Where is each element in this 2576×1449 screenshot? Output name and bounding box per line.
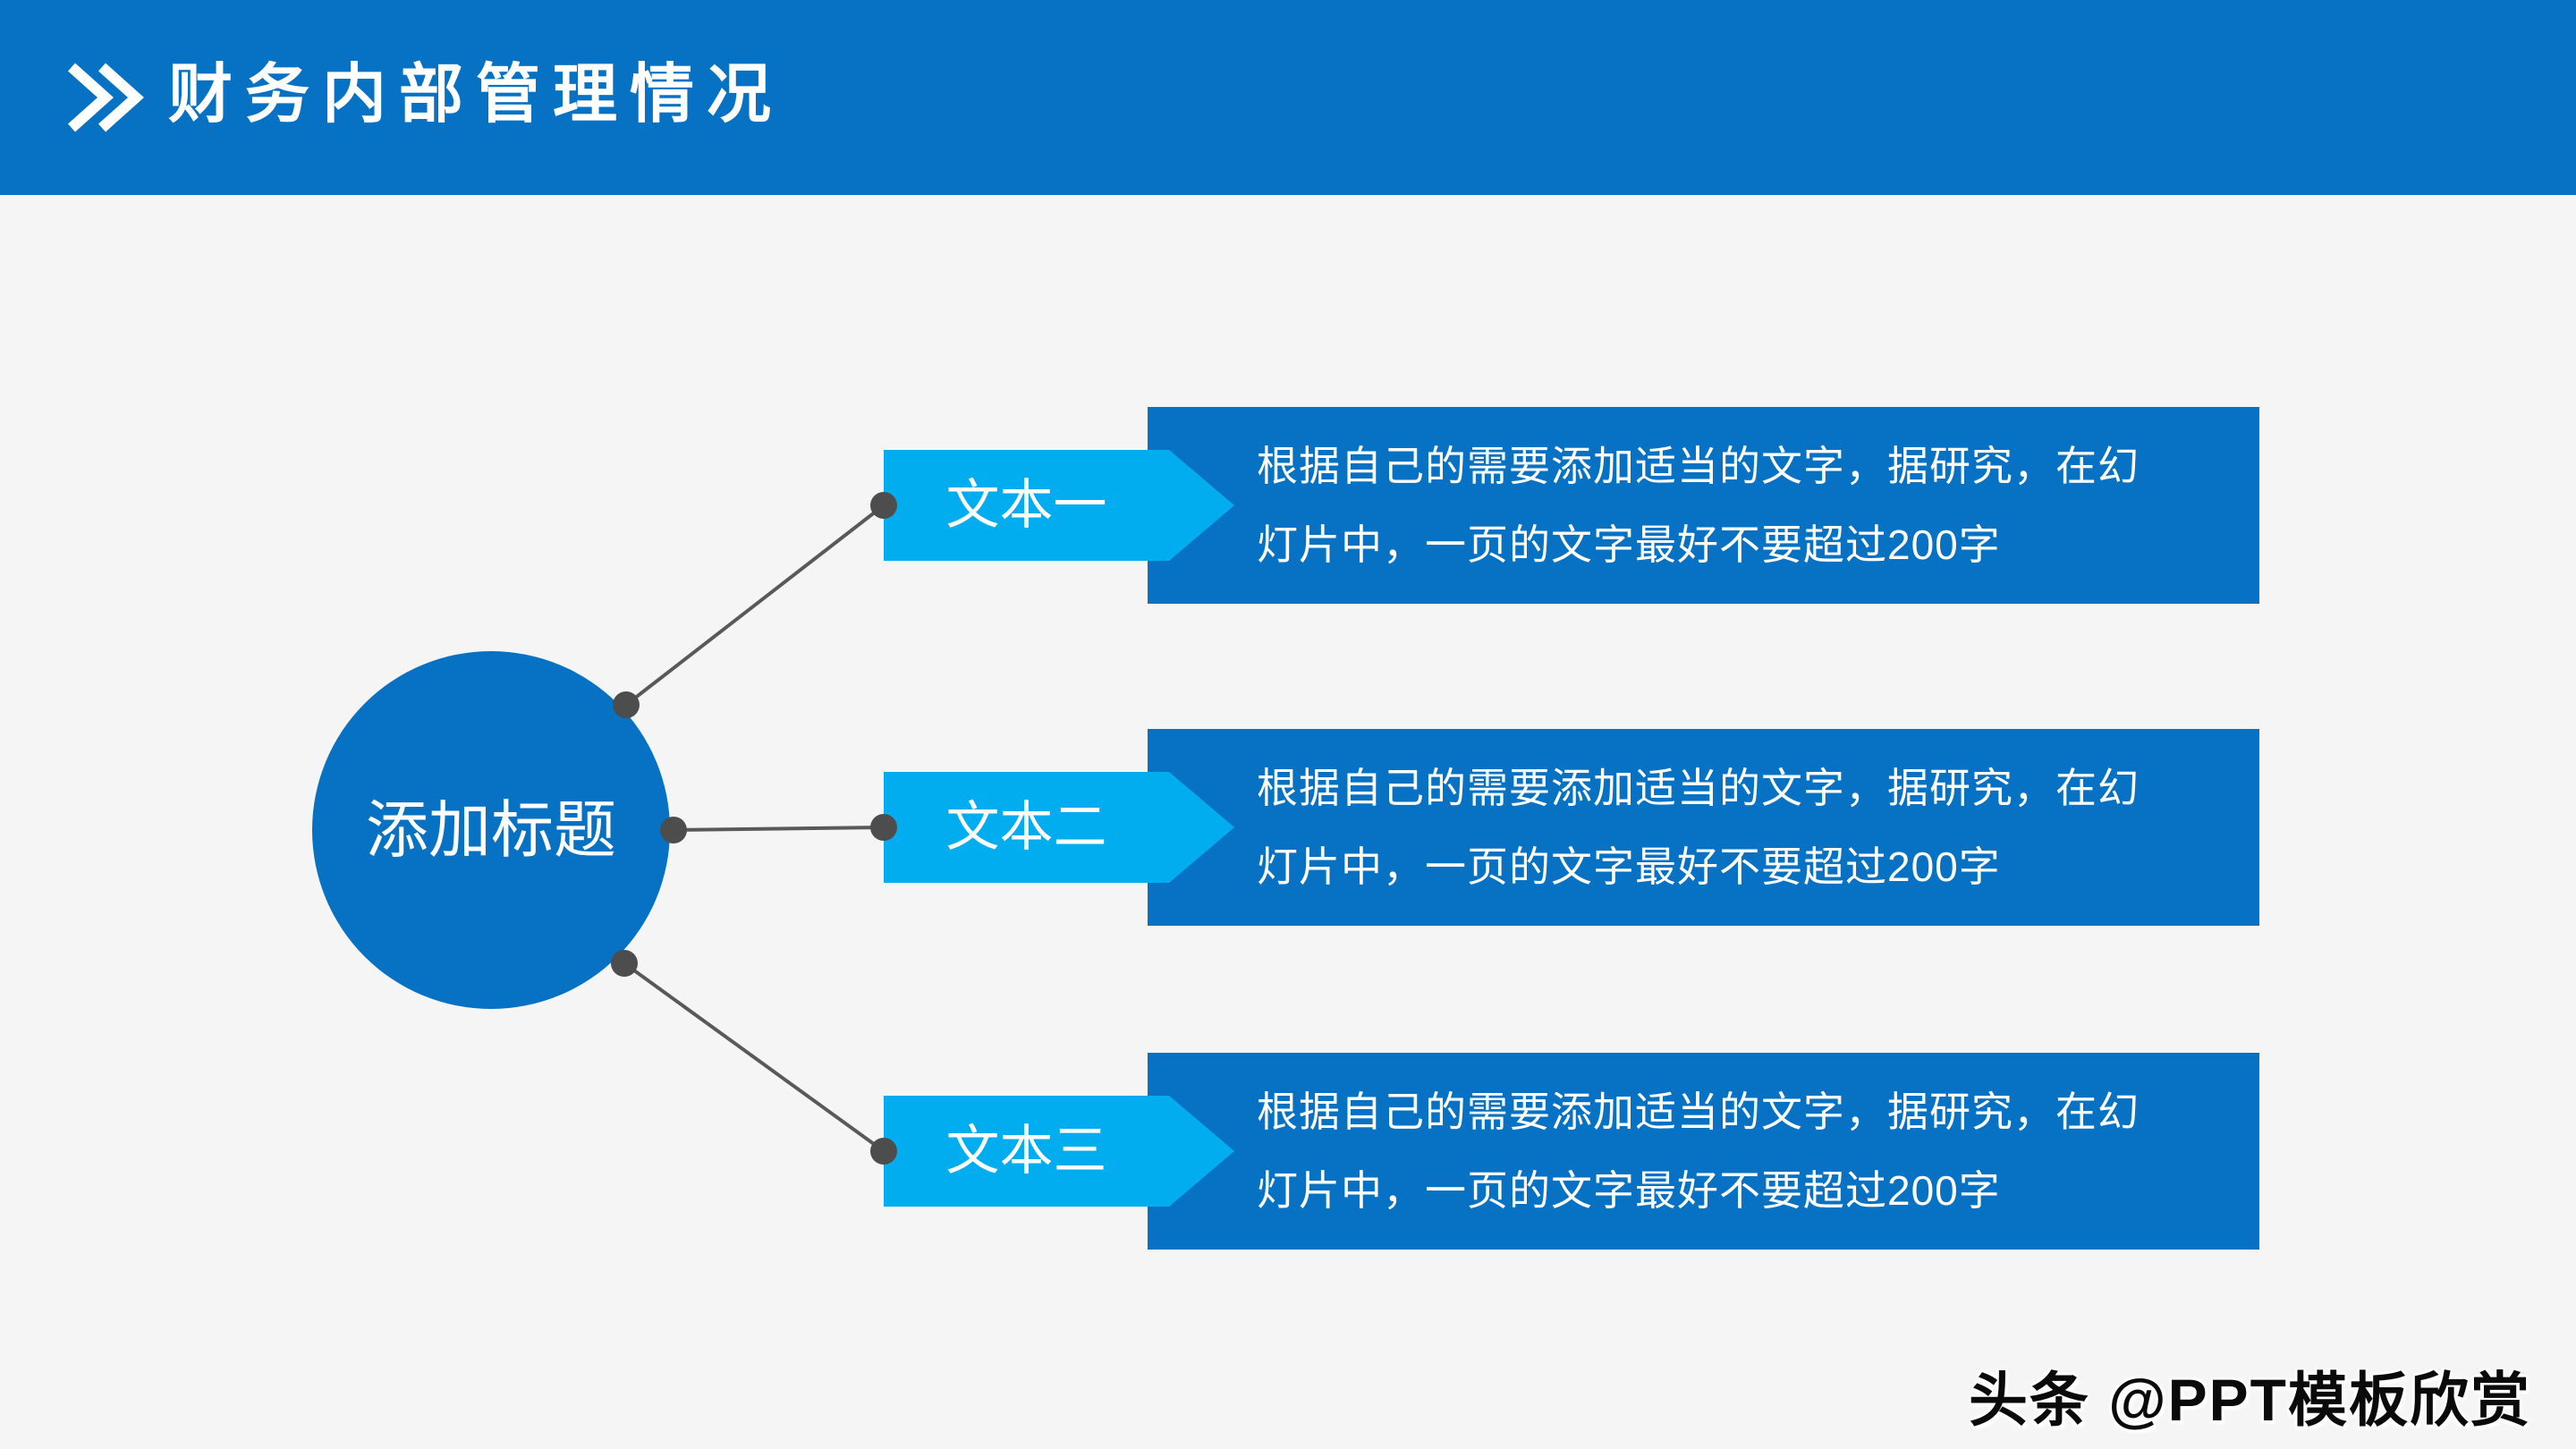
page-title: 财务内部管理情况 xyxy=(168,59,784,131)
tag-arrow-2: 文本二 xyxy=(884,772,1234,883)
connector-line-3 xyxy=(623,962,886,1153)
center-node-circle: 添加标题 xyxy=(312,651,670,1009)
description-text: 根据自己的需要添加适当的文字，据研究，在幻 xyxy=(1257,765,2140,811)
tag-arrow-3: 文本三 xyxy=(884,1096,1234,1207)
description-text: 灯片中，一页的文字最好不要超过200字 xyxy=(1257,521,2001,568)
description-text: 灯片中，一页的文字最好不要超过200字 xyxy=(1257,843,2001,890)
double-chevron-right-icon xyxy=(67,63,144,132)
tag-label-2: 文本二 xyxy=(945,797,1107,857)
tag-label-3: 文本三 xyxy=(945,1121,1107,1181)
description-text: 根据自己的需要添加适当的文字，据研究，在幻 xyxy=(1257,1089,2140,1135)
description-text: 根据自己的需要添加适当的文字，据研究，在幻 xyxy=(1257,443,2140,489)
center-node-label: 添加标题 xyxy=(366,795,616,865)
header-bar: 财务内部管理情况 xyxy=(0,0,2576,195)
description-text: 灯片中，一页的文字最好不要超过200字 xyxy=(1257,1167,2001,1214)
description-box-1: 根据自己的需要添加适当的文字，据研究，在幻 灯片中，一页的文字最好不要超过200… xyxy=(1148,407,2259,604)
watermark-text: 头条 @PPT模板欣赏 xyxy=(1968,1367,2531,1433)
description-box-2: 根据自己的需要添加适当的文字，据研究，在幻 灯片中，一页的文字最好不要超过200… xyxy=(1148,729,2259,926)
description-box-3: 根据自己的需要添加适当的文字，据研究，在幻 灯片中，一页的文字最好不要超过200… xyxy=(1148,1053,2259,1250)
tag-label-1: 文本一 xyxy=(945,475,1107,535)
connector-line-2 xyxy=(673,826,885,832)
tag-arrow-1: 文本一 xyxy=(884,450,1234,561)
connector-line-1 xyxy=(624,504,886,707)
